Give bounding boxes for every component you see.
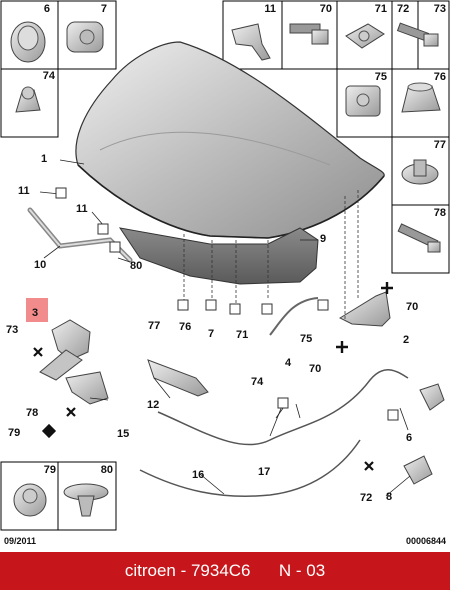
fastener-icon <box>345 85 381 117</box>
thumb-box-70: 70 <box>281 0 338 70</box>
thumb-label-72: 72 <box>397 3 409 15</box>
revision-date: 09/2011 <box>4 536 36 546</box>
part-caption-left: citroen - 7934C6 <box>124 561 251 580</box>
thumb-box-76: 76 <box>391 68 450 138</box>
push-clip-icon <box>345 23 385 49</box>
nut-clip-icon <box>13 483 47 517</box>
release-cable <box>157 369 409 446</box>
callout-2: 2 <box>403 334 409 346</box>
caption-spacer <box>251 561 279 581</box>
thumb-label-71: 71 <box>375 3 387 15</box>
diamond-marker-79 <box>41 423 57 439</box>
part-caption-right: N - 03 <box>278 561 326 580</box>
callout-70a: 70 <box>406 301 418 313</box>
stop-rubber-icon <box>66 21 104 53</box>
thumb-label-73: 73 <box>434 3 446 15</box>
support-rod <box>269 297 319 336</box>
clip-icon <box>10 21 46 63</box>
callout-6: 6 <box>406 432 412 444</box>
hood-parts-diagram: 6 7 74 11 70 <box>0 0 450 546</box>
callout-4: 4 <box>285 357 292 369</box>
release-cable-lower <box>139 439 361 498</box>
latch-striker <box>65 371 109 405</box>
thumb-box-71: 71 <box>336 0 393 70</box>
insulation-pad <box>118 227 319 285</box>
thumb-label-76: 76 <box>434 71 446 83</box>
cable-clip-icon <box>15 86 41 113</box>
callout-78: 78 <box>26 407 38 419</box>
thumb-box-73: 73 <box>396 0 450 70</box>
thumb-box-11: 11 <box>222 0 283 70</box>
thumb-label-75: 75 <box>375 71 387 83</box>
trim-clip-icon <box>63 483 109 517</box>
callout-17: 17 <box>258 466 270 478</box>
cross-markers <box>33 347 374 471</box>
thumb-label-77: 77 <box>434 139 446 151</box>
thumb-label-70: 70 <box>320 3 332 15</box>
release-lever-6 <box>419 383 445 411</box>
leader-lines <box>183 190 359 320</box>
callout-74: 74 <box>251 376 264 388</box>
callout-80: 80 <box>130 260 142 272</box>
thumb-box-74: 74 <box>0 68 59 138</box>
thumb-box-79: 79 <box>0 461 59 531</box>
hood-panel <box>75 41 385 239</box>
diagram-reference: 00006844 <box>406 536 446 546</box>
callout-9: 9 <box>320 233 326 245</box>
callout-12: 12 <box>147 399 159 411</box>
retainer-clip-icon <box>231 23 271 61</box>
callout-11a: 11 <box>18 185 30 197</box>
part-caption-bar: citroen - 7934C6 N - 03 <box>0 552 450 590</box>
bump-stop-icon <box>401 82 441 113</box>
callout-71: 71 <box>236 329 248 341</box>
highlight-box-3 <box>26 298 48 322</box>
hood-latch <box>39 319 91 381</box>
thumb-label-79: 79 <box>44 464 56 476</box>
callout-76: 76 <box>179 321 191 333</box>
position-markers <box>55 187 399 421</box>
thumb-label-7: 7 <box>101 3 107 15</box>
callout-16: 16 <box>192 469 204 481</box>
callout-1: 1 <box>41 153 47 165</box>
thumb-label-78: 78 <box>434 207 446 219</box>
plus-markers <box>336 282 393 353</box>
callout-10: 10 <box>34 259 46 271</box>
thumb-box-6: 6 <box>0 0 59 70</box>
callout-15: 15 <box>117 428 129 440</box>
callout-77: 77 <box>148 320 160 332</box>
thumb-box-7: 7 <box>57 0 117 70</box>
callout-labels: 1 11 11 10 80 9 3 73 77 76 7 71 75 70 2 … <box>6 153 418 504</box>
callout-72: 72 <box>360 492 372 504</box>
stud-icon <box>397 223 441 253</box>
callout-7: 7 <box>208 328 214 340</box>
thumb-box-75: 75 <box>336 68 393 138</box>
thumb-label-11: 11 <box>264 3 276 15</box>
hood-hinge <box>338 291 391 327</box>
callout-70b: 70 <box>309 363 321 375</box>
release-bracket <box>147 359 209 397</box>
screw-icon <box>289 23 329 45</box>
rivet-icon <box>401 159 439 185</box>
thumb-box-78: 78 <box>391 204 450 274</box>
bolt-icon <box>396 22 439 47</box>
callout-3: 3 <box>32 307 38 319</box>
callout-11b: 11 <box>76 203 88 215</box>
thumb-box-77: 77 <box>391 136 450 206</box>
thumb-label-74: 74 <box>43 70 56 82</box>
thumb-label-6: 6 <box>44 3 50 15</box>
callout-8: 8 <box>386 491 392 503</box>
thumb-box-80: 80 <box>57 461 117 531</box>
callout-73: 73 <box>6 324 18 336</box>
callout-79: 79 <box>8 427 20 439</box>
thumb-label-80: 80 <box>101 464 113 476</box>
callout-75: 75 <box>300 333 312 345</box>
release-handle-8 <box>403 455 433 485</box>
